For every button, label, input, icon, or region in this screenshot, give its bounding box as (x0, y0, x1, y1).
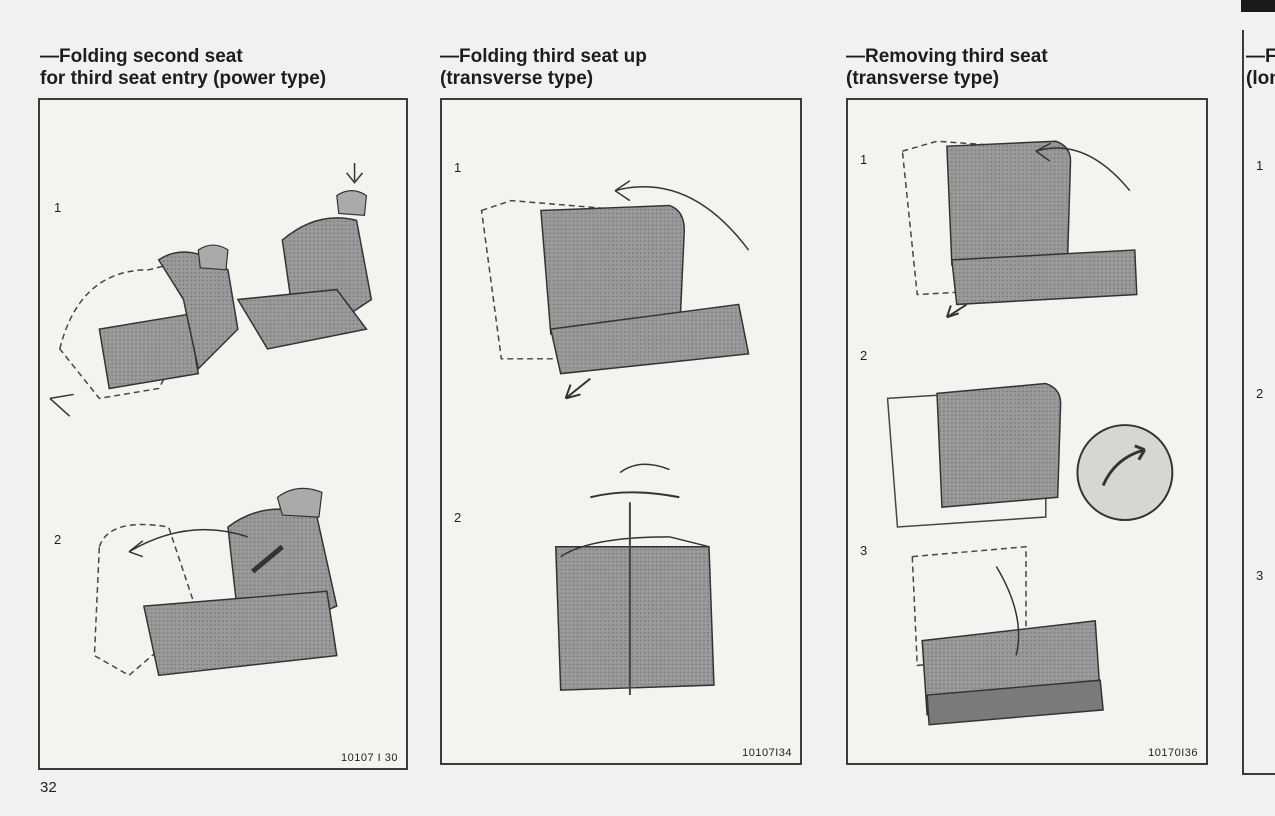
section-4-step-1-label: 1 (1256, 158, 1264, 173)
section-1-title: —Folding second seat for third seat entr… (40, 46, 326, 90)
section-3-step-2-label: 2 (860, 348, 868, 363)
section-1-figure-code: 10107 I 30 (341, 752, 398, 764)
folding-third-seat-illustration (480, 180, 750, 696)
section-3-title: —Removing third seat (transverse type) (846, 46, 1048, 90)
section-3-step-3-label: 3 (860, 543, 868, 558)
section-2-step-2-label: 2 (454, 510, 462, 525)
section-3-figure-code: 10170I36 (1148, 747, 1198, 759)
section-4-title-line2: (lon (1246, 68, 1275, 89)
section-4-title: —F (lon (1246, 46, 1275, 90)
section-2-title-line1: —Folding third seat up (440, 46, 647, 67)
section-3-step-1-label: 1 (860, 152, 868, 167)
section-2-step-1-label: 1 (454, 160, 462, 175)
section-1-step-2-label: 2 (54, 532, 62, 547)
illustration-panel-3: 1 2 3 10170I36 (846, 98, 1208, 765)
section-3-title-line1: —Removing third seat (846, 46, 1048, 67)
section-3-title-line2: (transverse type) (846, 68, 1000, 89)
section-1-title-line2: for third seat entry (power type) (40, 68, 327, 89)
removing-third-seat-illustration (886, 140, 1174, 726)
folding-second-seat-illustration (49, 162, 373, 677)
section-2-figure-code: 10107I34 (742, 747, 792, 759)
section-4-step-2-label: 2 (1256, 386, 1264, 401)
illustration-panel-1: 1 2 10107 I 30 (38, 98, 408, 770)
page-number: 32 (40, 779, 57, 796)
section-2-title: —Folding third seat up (transverse type) (440, 46, 647, 90)
section-1-title-line1: —Folding second seat (40, 46, 243, 67)
next-page-edge-panel: 1 2 3 (1242, 30, 1275, 775)
illustration-panel-2: 1 2 10107I34 (440, 98, 802, 765)
section-4-title-line1: —F (1246, 46, 1275, 67)
section-2-title-line2: (transverse type) (440, 68, 594, 89)
section-4-step-3-label: 3 (1256, 568, 1264, 583)
top-right-dark-edge (1241, 0, 1275, 12)
section-1-step-1-label: 1 (54, 200, 62, 215)
